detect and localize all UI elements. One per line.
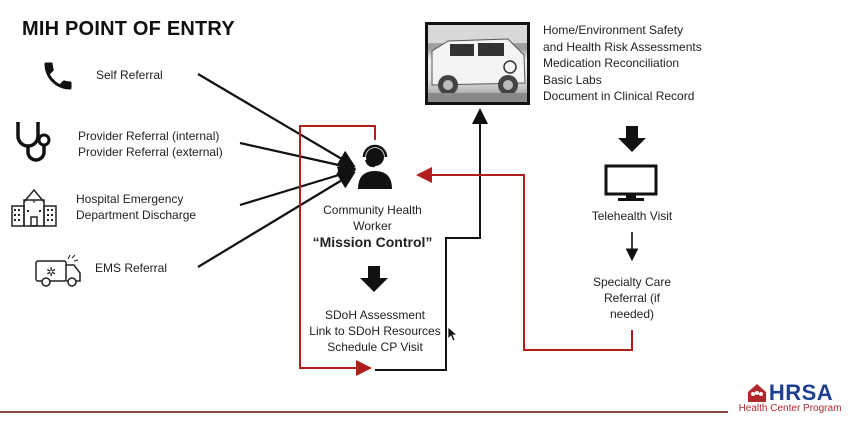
telehealth-label: Telehealth Visit	[591, 209, 673, 223]
vehicle-illustration	[428, 25, 527, 102]
entry-label: Provider Referral (external)	[78, 145, 223, 159]
entry-label: EMS Referral	[95, 261, 168, 275]
red-return-to-mission-control	[416, 167, 633, 351]
specialty-line: Referral (if	[603, 291, 660, 305]
hrsa-house-icon	[747, 384, 766, 402]
arrow-hospital-discharge	[239, 166, 357, 207]
mission-control-emphasis: “Mission Control”	[312, 234, 433, 250]
headset-worker-icon	[358, 144, 392, 189]
thick-arrow-to-sdoh	[360, 266, 388, 292]
home-visit-line: Basic Labs	[543, 72, 602, 87]
red-loop-to-sdoh	[299, 125, 376, 376]
slide-title: MIH POINT OF ENTRY	[22, 18, 235, 40]
home-visit-tasks: Home/Environment Safety and Health Risk …	[543, 22, 702, 105]
sdoh-line: Schedule CP Visit	[327, 340, 423, 354]
mission-control-line: Worker	[353, 219, 392, 233]
thick-arrow-to-telehealth	[618, 126, 646, 152]
entry-provider-referral: Provider Referral (internal) Provider Re…	[78, 128, 223, 160]
home-visit-line: and Health Risk Assessments	[543, 39, 702, 54]
hrsa-subtitle: Health Center Program	[738, 403, 842, 414]
specialty-line: needed)	[609, 307, 655, 321]
home-visit-line: Document in Clinical Record	[543, 89, 695, 103]
sdoh-steps: SDoH Assessment Link to SDoH Resources S…	[300, 307, 450, 355]
arrow-provider-referral	[239, 141, 357, 174]
mission-control-line: Community Health	[323, 203, 422, 217]
mission-control-label: Community Health Worker “Mission Control…	[310, 202, 435, 250]
specialty-line: Specialty Care	[592, 275, 672, 289]
monitor-icon	[604, 164, 658, 201]
entry-label: Provider Referral (internal)	[78, 129, 220, 143]
hrsa-wordmark: HRSA	[768, 380, 834, 405]
ambulance-icon: ✲	[35, 254, 81, 287]
home-visit-line: Home/Environment Safety	[543, 23, 684, 37]
entry-self-referral: Self Referral	[96, 67, 163, 83]
path-to-home-visit	[375, 108, 488, 371]
entry-label: Self Referral	[96, 68, 163, 82]
arrow-ems-referral	[197, 171, 356, 268]
home-visit-line: Medication Reconciliation	[543, 56, 680, 70]
stethoscope-icon	[16, 122, 51, 162]
mouse-cursor-icon	[447, 326, 459, 342]
svg-text:✲: ✲	[46, 265, 56, 279]
hospital-icon: *	[11, 188, 57, 227]
sdoh-line: SDoH Assessment	[324, 308, 426, 322]
specialty-care-referral: Specialty Care Referral (if needed)	[580, 274, 684, 322]
svg-text:*: *	[32, 199, 35, 208]
entry-hospital-discharge: Hospital Emergency Department Discharge	[76, 191, 196, 223]
entry-label: Hospital Emergency	[76, 192, 184, 206]
entry-label: Department Discharge	[76, 208, 197, 222]
phone-icon	[44, 62, 72, 90]
arrow-self-referral	[197, 73, 356, 168]
community-paramedic-vehicle-photo	[425, 22, 530, 105]
sdoh-line: Link to SDoH Resources	[309, 324, 441, 338]
hrsa-logo: HRSA Health Center Program	[730, 380, 850, 414]
entry-ems-referral: EMS Referral	[95, 260, 167, 276]
